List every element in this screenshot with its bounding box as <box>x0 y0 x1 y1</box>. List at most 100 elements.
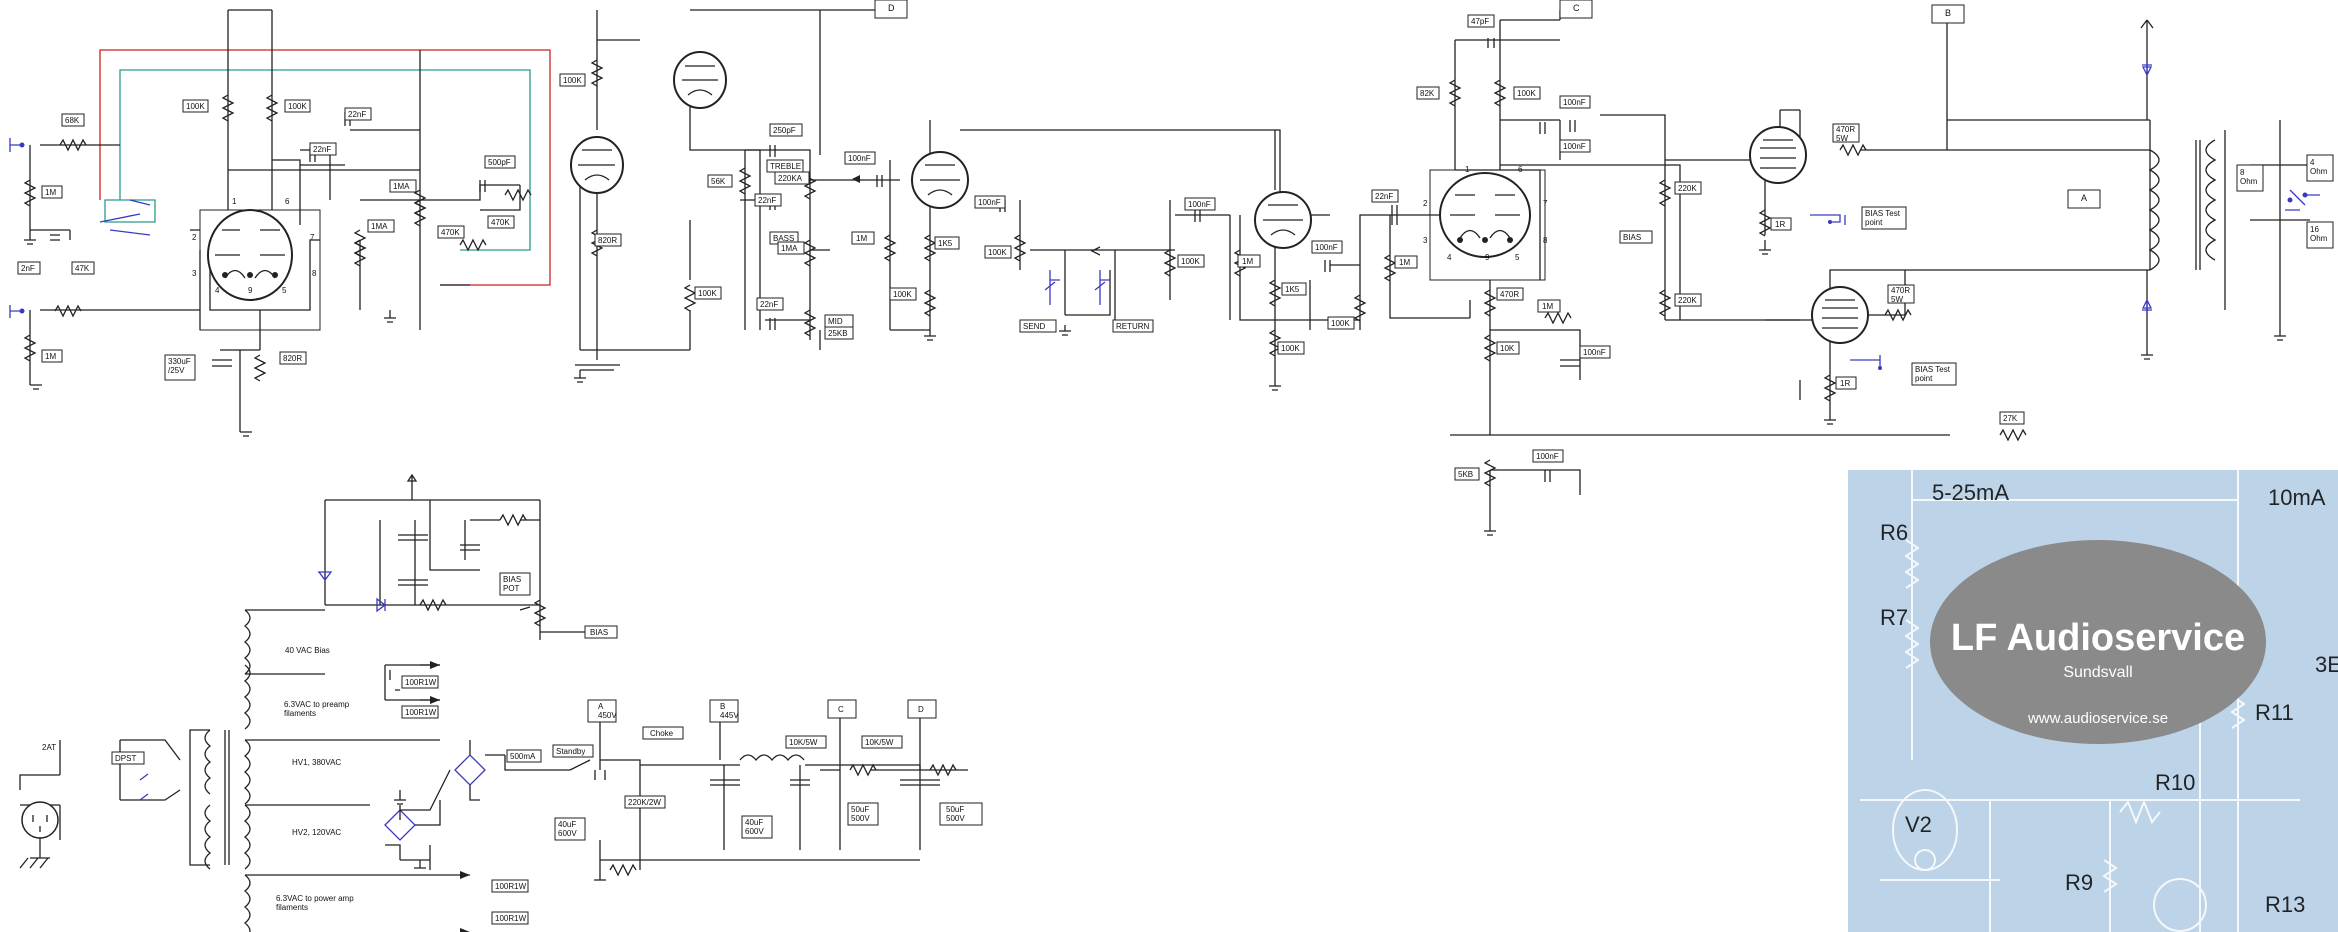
pi-pin-2: 2 <box>1423 199 1428 208</box>
lbl-tone-1ma: 1MA <box>781 244 798 253</box>
lbl-pi-470r: 470R <box>1500 290 1519 299</box>
v1-pin-4: 4 <box>215 286 220 295</box>
lbl-send: SEND <box>1023 322 1045 331</box>
lbl-100k-a: 100K <box>186 102 205 111</box>
wm-label-3: R7 <box>1880 605 1908 630</box>
lbl-100r1w-d: 100R1W <box>495 914 527 923</box>
lbl-pi-100nf-a: 100nF <box>1563 98 1586 107</box>
lbl-68k: 68K <box>65 116 80 125</box>
lbl-2at: 2AT <box>42 743 56 752</box>
lbl-330uf: 330uF/25V <box>168 357 191 375</box>
lbl-v4-1k5: 1K5 <box>1285 285 1300 294</box>
lbl-100r1w-c: 100R1W <box>495 882 527 891</box>
v1-pin-5: 5 <box>282 286 287 295</box>
teal-wire <box>119 69 531 251</box>
lbl-820r-a: 820R <box>283 354 302 363</box>
lbl-tone-100k-b: 100K <box>988 248 1007 257</box>
lbl-loop-100nf: 100nF <box>1188 200 1211 209</box>
lbl-pi-100k: 100K <box>1517 89 1536 98</box>
lbl-v4-100k-a: 100K <box>1281 344 1300 353</box>
lbl-tone-1m: 1M <box>856 234 867 243</box>
lbl-bias-out: BIAS <box>590 628 608 637</box>
lbl-1m-in1: 1M <box>45 188 56 197</box>
pi-pin-7: 7 <box>1543 199 1548 208</box>
wm-label-1: 10mA <box>2268 485 2326 510</box>
lbl-27k: 27K <box>2003 414 2018 423</box>
lbl-pi-220k-a: 220K <box>1678 184 1697 193</box>
logo-oval <box>1930 540 2266 744</box>
lbl-220k-2w: 220K/2W <box>628 798 661 807</box>
preamp-section: 1 2 3 4 9 5 6 7 8 68K 1M 2nF 47K 1M 100K… <box>9 9 551 437</box>
phase-inverter-section: 1 2 3 4 9 5 6 7 8 47pF 82K 100K 22nF 1M … <box>1359 10 2027 536</box>
lbl-drv-820r: 820R <box>598 236 617 245</box>
wm-label-9: 3E <box>2315 652 2338 677</box>
lbl-tone-100k-a: 100K <box>893 290 912 299</box>
lbl-drv-100k-top: 100K <box>563 76 582 85</box>
lbl-v4-100k-b: 100K <box>1331 319 1350 328</box>
v1-pin-8: 8 <box>312 269 317 278</box>
logo-brand: LF Audioservice <box>1951 617 2245 659</box>
lbl-return: RETURN <box>1116 322 1150 331</box>
lbl-bass: BASS <box>773 234 794 243</box>
pi-pin-6: 6 <box>1518 165 1523 174</box>
tube-phase-inverter <box>1439 172 1531 258</box>
pi-pin-8: 8 <box>1543 236 1548 245</box>
v1-pin-7: 7 <box>310 233 315 242</box>
lbl-pi-10k: 10K <box>1500 344 1515 353</box>
lbl-100r1w-a: 100R1W <box>405 678 437 687</box>
pi-pin-3: 3 <box>1423 236 1428 245</box>
lbl-1r-a: 1R <box>1775 220 1785 229</box>
lbl-hv1: HV1, 380VAC <box>292 758 341 767</box>
lbl-1m-in2: 1M <box>45 352 56 361</box>
lbl-47pf: 47pF <box>1471 17 1489 26</box>
wm-label-0: 5-25mA <box>1932 480 2009 505</box>
node-b-top: B <box>1945 8 1951 18</box>
lbl-mid: MID <box>828 317 843 326</box>
lbl-tone-1k5: 1K5 <box>938 239 953 248</box>
pi-pin-5: 5 <box>1515 253 1520 262</box>
lbl-pi-100nf-b: 100nF <box>1563 142 1586 151</box>
lbl-tone-100nf: 100nF <box>848 154 871 163</box>
lbl-1r-b: 1R <box>1840 379 1850 388</box>
lbl-40vac-bias: 40 VAC Bias <box>285 646 330 655</box>
tube-power-2 <box>1811 286 1869 344</box>
tonestack-section: 250pF TREBLE 220KA 56K 22nF BASS 1MA 1M … <box>707 120 1281 350</box>
v1-pin-3: 3 <box>192 269 197 278</box>
node-c-top: C <box>1573 3 1580 13</box>
lbl-470k-b: 470K <box>491 218 510 227</box>
node-d-top: D <box>888 3 895 13</box>
lbl-pi-1m-b: 1M <box>1542 302 1553 311</box>
lbl-82k: 82K <box>1420 89 1435 98</box>
v1-pin-6: 6 <box>285 197 290 206</box>
lbl-22nf-a: 22nF <box>348 110 366 119</box>
lbl-47k: 47K <box>75 264 90 273</box>
lbl-100r1w-b: 100R1W <box>405 708 437 717</box>
lbl-5kb: 5KB <box>1458 470 1473 479</box>
watermark-panel: 5-25mA 10mA R6 R7 R11 R10 R9 R13 V2 3E L… <box>1848 470 2338 932</box>
lbl-pi-bias: BIAS <box>1623 233 1641 242</box>
lbl-tone-22nf: 22nF <box>758 196 776 205</box>
mains-plug-icon <box>21 801 59 839</box>
lbl-drv-100k-bot: 100K <box>698 289 717 298</box>
wm-label-5: R10 <box>2155 770 2195 795</box>
lbl-470k-a: 470K <box>441 228 460 237</box>
fx-loop-section: SEND RETURN 100nF 100K <box>1019 197 1231 336</box>
node-a-top: A <box>2081 193 2087 203</box>
wm-label-7: R13 <box>2265 892 2305 917</box>
lbl-25kb: 25KB <box>828 329 848 338</box>
v4-section: 1M 1K5 100K 100K 100nF <box>1233 130 1367 391</box>
lbl-500pf: 500pF <box>488 158 511 167</box>
tube-power-1 <box>1749 126 1807 184</box>
tube-v1 <box>207 209 293 301</box>
v1-pin-9: 9 <box>248 286 253 295</box>
lbl-choke: Choke <box>650 729 674 738</box>
